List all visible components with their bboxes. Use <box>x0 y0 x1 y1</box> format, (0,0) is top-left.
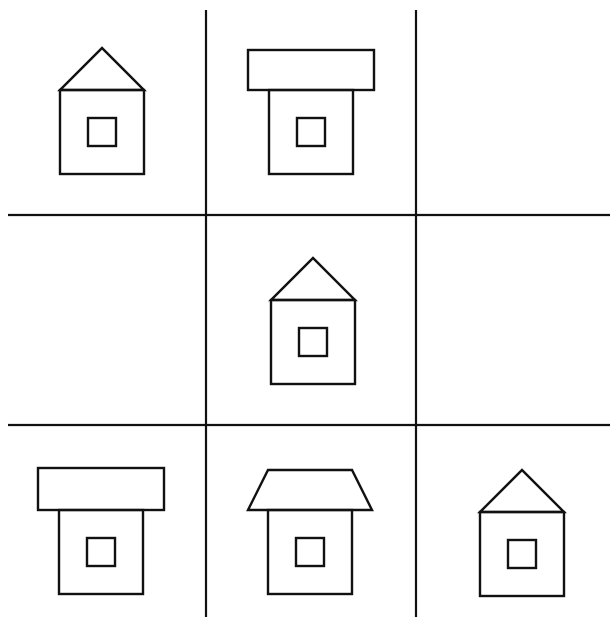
triangle-roof <box>60 48 144 90</box>
cell-r3c2-house <box>248 470 372 594</box>
triangle-roof <box>480 470 564 512</box>
house-body <box>60 90 144 174</box>
house-body <box>271 300 355 384</box>
cell-r2c1-empty <box>10 218 204 423</box>
house-body <box>480 512 564 596</box>
house-window <box>87 538 115 566</box>
house-body <box>269 90 353 174</box>
cell-r1c3-empty <box>418 12 608 212</box>
triangle-roof <box>271 258 355 300</box>
house-window <box>508 540 536 568</box>
house-body <box>268 510 352 594</box>
cell-r3c3-house <box>480 470 564 596</box>
cell-r2c2-house <box>271 258 355 384</box>
trapezoid-roof <box>248 470 372 510</box>
house-window <box>297 118 325 146</box>
rectangle-roof <box>248 50 374 90</box>
house-window <box>299 328 327 356</box>
cell-r3c1-house <box>38 468 164 594</box>
rectangle-roof <box>38 468 164 510</box>
house-body <box>59 510 143 594</box>
house-window <box>296 538 324 566</box>
cell-r1c2-house <box>248 50 374 174</box>
cell-r2c3-empty <box>418 218 608 423</box>
cell-r1c1-house <box>60 48 144 174</box>
house-window <box>88 118 116 146</box>
